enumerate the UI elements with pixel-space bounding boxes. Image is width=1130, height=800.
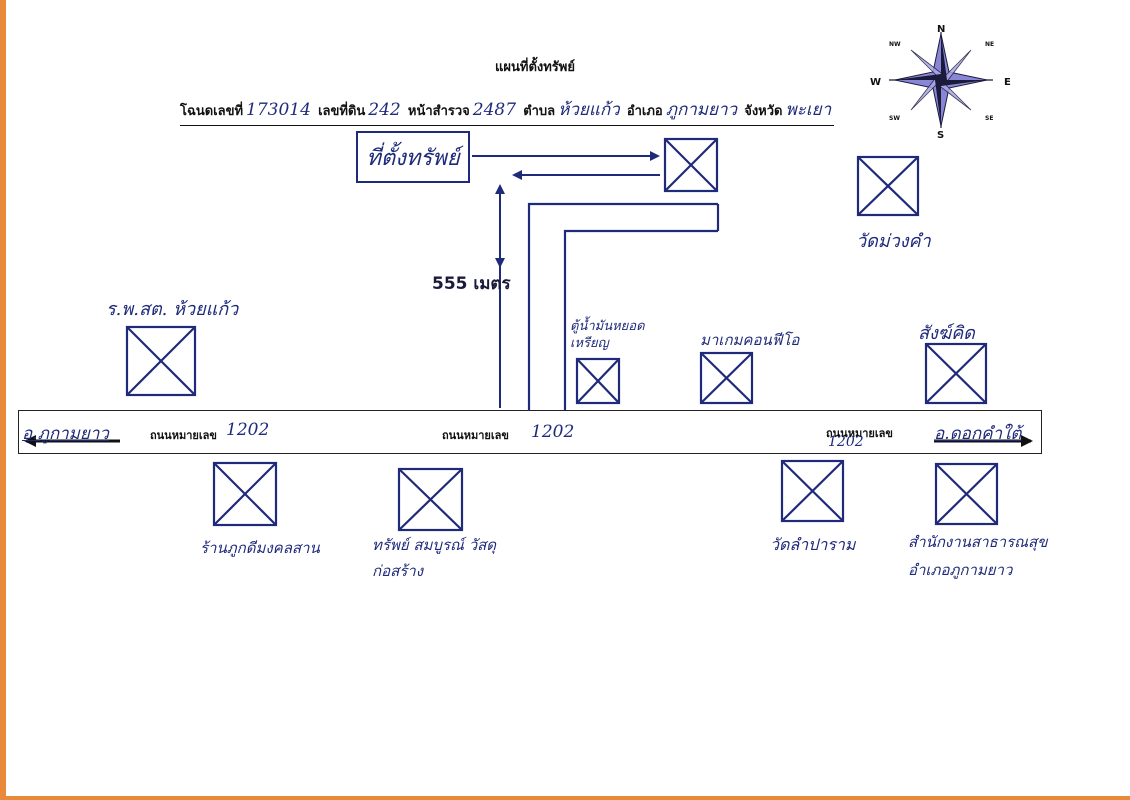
landmark-label-rph: ร.พ.สต. ห้วยแก้ว bbox=[106, 299, 239, 320]
road-label-center: ถนนหมายเลข bbox=[442, 429, 509, 442]
compass-se: SE bbox=[985, 115, 993, 122]
subdistrict-value: ห้วยแก้ว bbox=[558, 100, 620, 120]
landmark-label-sang-khong: สังฆ์คิด bbox=[918, 323, 975, 344]
subdistrict-label: ตำบล bbox=[523, 104, 556, 119]
deed-label: โฉนดเลขที่ bbox=[180, 104, 244, 119]
main-road bbox=[18, 410, 1042, 454]
landmark-box-near-site bbox=[663, 137, 719, 193]
land-number: 242 bbox=[368, 100, 401, 120]
compass-e: E bbox=[1004, 77, 1011, 88]
survey-label: หน้าสำรวจ bbox=[407, 104, 470, 119]
landmark-box-bank bbox=[575, 357, 621, 405]
property-site-box: ที่ตั้งทรัพย์ bbox=[356, 131, 470, 183]
landmark-label-wat-muang-tam: วัดม่วงคำ bbox=[856, 231, 931, 252]
side-road-inner bbox=[563, 229, 718, 410]
compass-w: W bbox=[870, 77, 881, 88]
paper-edge-bottom bbox=[0, 796, 1130, 800]
landmark-label-temple-pa: วัดลำปาราม bbox=[770, 535, 856, 554]
landmark-box-office bbox=[934, 462, 999, 526]
compass-rose bbox=[889, 32, 993, 128]
landmark-label-hardware: ทรัพย์ สมบูรณ์ วัสดุ ก่อสร้าง bbox=[372, 536, 497, 580]
landmark-label-bank: ตู้น้ำมันหยอดเหรียญ bbox=[570, 319, 645, 351]
compass-ne: NE bbox=[985, 41, 994, 48]
landmark-box-wat-muang-tam bbox=[856, 155, 920, 217]
deed-number: 173014 bbox=[246, 100, 311, 120]
land-number-label: เลขที่ดิน bbox=[318, 104, 366, 119]
survey-number: 2487 bbox=[472, 100, 517, 120]
compass-s: S bbox=[937, 130, 944, 141]
province-label: จังหวัด bbox=[744, 104, 783, 119]
landmark-box-market bbox=[699, 351, 754, 405]
landmark-label-market: มาเกมคอนฟีโอ bbox=[700, 331, 800, 349]
compass-sw: SW bbox=[889, 115, 900, 122]
compass-n: N bbox=[937, 24, 945, 35]
compass-nw: NW bbox=[889, 41, 901, 48]
landmark-label-pha-nam: ร้านภูกดีมงคลสาน bbox=[200, 539, 320, 557]
district-value: ภูกามยาว bbox=[665, 100, 738, 120]
road-number-left: 1202 bbox=[226, 420, 270, 440]
paper-edge-left bbox=[0, 0, 6, 800]
distance-label: 555 เมตร bbox=[432, 274, 511, 294]
landmark-box-rph bbox=[125, 325, 197, 397]
district-label: อำเภอ bbox=[626, 104, 663, 119]
landmark-box-sang-khong bbox=[924, 342, 988, 405]
road-number-center: 1202 bbox=[531, 422, 575, 442]
side-road-outer bbox=[527, 202, 718, 410]
province-value: พะเยา bbox=[785, 100, 832, 120]
landmark-box-hardware bbox=[397, 467, 464, 532]
left-destination-label: อ.ภูกามยาว bbox=[22, 424, 109, 444]
landmark-label-office: สำนักงานสาธารณสุข อำเภอภูกามยาว bbox=[908, 533, 1048, 579]
road-number-right: 1202 bbox=[828, 434, 864, 450]
landmark-box-pha-nam bbox=[212, 461, 278, 527]
landmark-box-temple-pa bbox=[780, 459, 845, 523]
right-destination-label: อ.ดอกคำใต้ bbox=[934, 424, 1022, 444]
map-title: แผนที่ตั้งทรัพย์ bbox=[495, 60, 575, 75]
property-site-label: ที่ตั้งทรัพย์ bbox=[366, 145, 460, 171]
road-label-left: ถนนหมายเลข bbox=[150, 429, 217, 442]
road-label-right: ถนนหมายเลข bbox=[826, 427, 893, 440]
